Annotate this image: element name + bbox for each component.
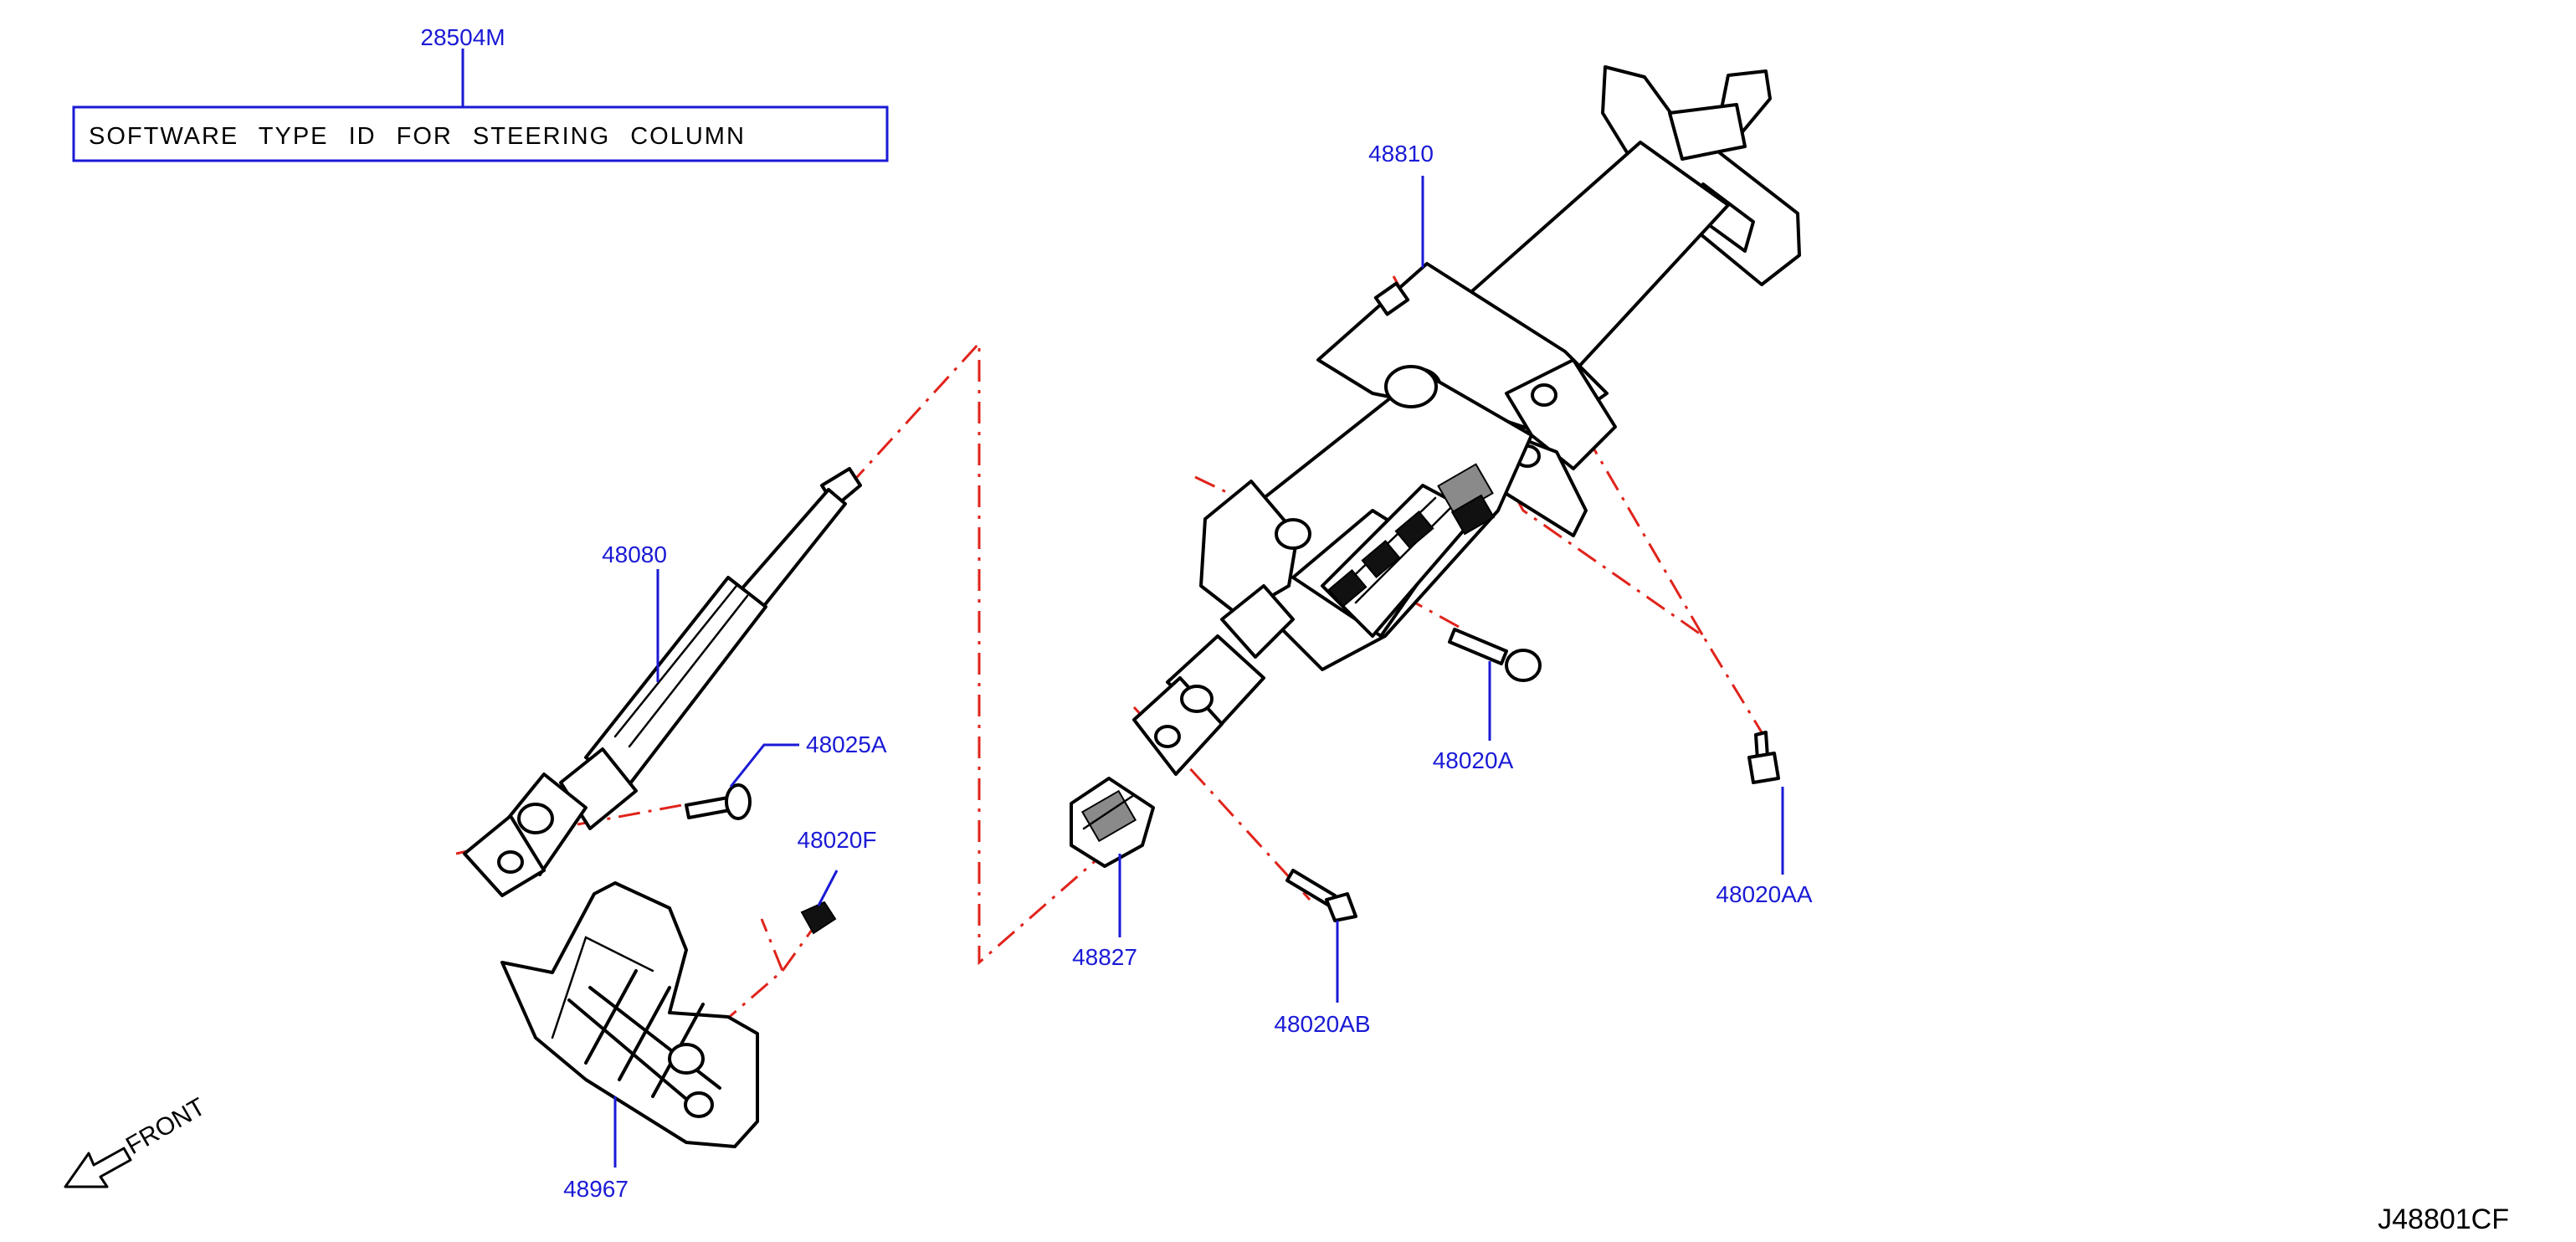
- front-arrow-icon: [64, 1147, 132, 1188]
- tilt-lever: [1321, 484, 1479, 638]
- cover-48967[interactable]: 48967: [500, 881, 759, 1202]
- front-indicator: FRONT: [64, 1093, 210, 1188]
- callout-48020F[interactable]: 48020F: [798, 827, 877, 853]
- software-id-description: SOFTWARE TYPE ID FOR STEERING COLUMN: [89, 123, 746, 150]
- lower-shaft[interactable]: 48080: [463, 467, 862, 897]
- callout-48810[interactable]: 48810: [1368, 141, 1434, 167]
- callout-48827[interactable]: 48827: [1072, 944, 1137, 970]
- callout-48020A[interactable]: 48020A: [1433, 747, 1514, 773]
- software-id-box[interactable]: 28504M SOFTWARE TYPE ID FOR STEERING COL…: [72, 24, 889, 162]
- callout-48080[interactable]: 48080: [602, 541, 667, 567]
- bolt-48020AA[interactable]: 48020AA: [1716, 731, 1813, 907]
- bolt-48025A[interactable]: 48025A: [685, 731, 887, 820]
- callout-48020AA[interactable]: 48020AA: [1716, 881, 1813, 907]
- column-connector: [1437, 463, 1496, 536]
- bolt-48020A[interactable]: 48020A: [1433, 628, 1542, 773]
- diagram-id: J48801CF: [2378, 1204, 2509, 1235]
- steering-column-assembly[interactable]: 48810: [1132, 65, 1801, 776]
- callout-28504M[interactable]: 28504M: [420, 24, 505, 50]
- seal-48827[interactable]: 48827: [1070, 777, 1155, 970]
- front-label: FRONT: [121, 1093, 210, 1160]
- bolt-48020AB[interactable]: 48020AB: [1274, 869, 1371, 1037]
- callout-48025A[interactable]: 48025A: [806, 731, 887, 757]
- clip-48020F[interactable]: 48020F: [798, 827, 877, 935]
- callout-48020AB[interactable]: 48020AB: [1274, 1011, 1370, 1037]
- callout-48967[interactable]: 48967: [563, 1176, 629, 1202]
